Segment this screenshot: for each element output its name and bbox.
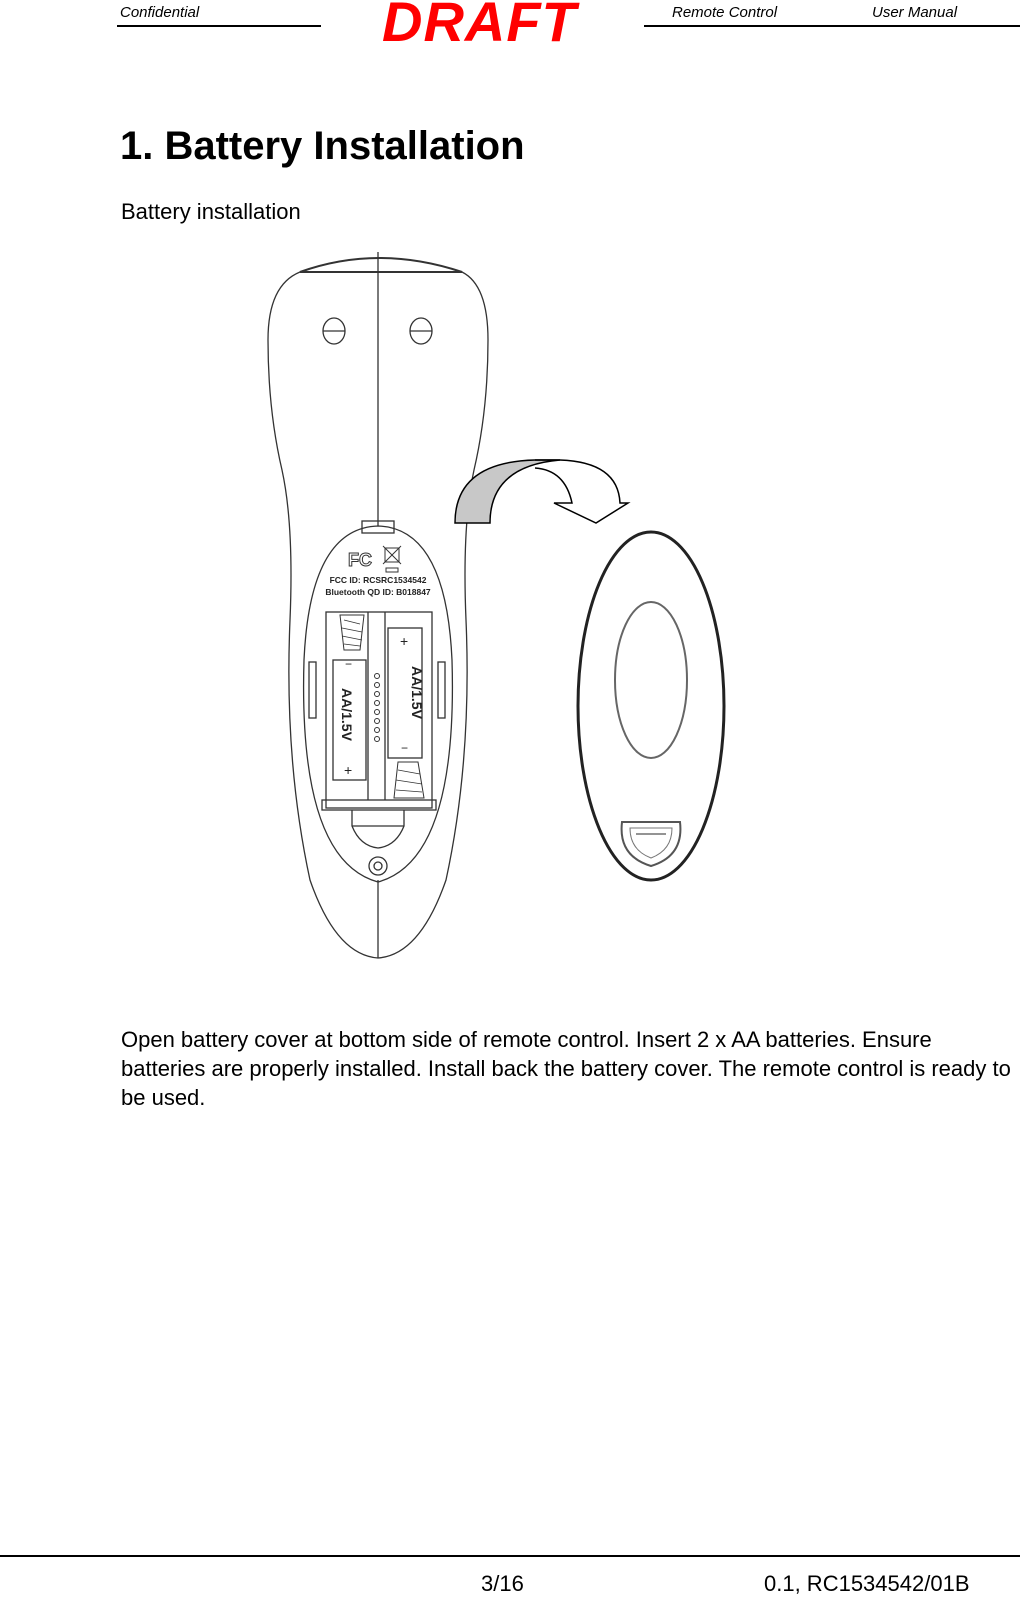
page-number: 3/16 xyxy=(481,1571,524,1596)
svg-text:AA/1.5V: AA/1.5V xyxy=(339,688,355,742)
section-subtitle: Battery installation xyxy=(121,199,301,224)
header-rule-left xyxy=(117,25,321,27)
remote-body-icon: AA/1.5V AA/1.5V + + − − FC xyxy=(267,252,489,959)
svg-text:+: + xyxy=(400,633,408,649)
svg-text:AA/1.5V: AA/1.5V xyxy=(409,666,425,720)
draft-stamp: DRAFT xyxy=(382,0,577,53)
document-id: 0.1, RC1534542/01B xyxy=(764,1571,970,1596)
header-rule-right xyxy=(644,25,1020,27)
battery-installation-figure: AA/1.5V AA/1.5V + + − − FC xyxy=(260,250,760,980)
svg-text:+: + xyxy=(344,762,352,778)
battery-cover-icon xyxy=(576,530,726,882)
instructions-paragraph: Open battery cover at bottom side of rem… xyxy=(121,1027,1011,1110)
svg-text:FC: FC xyxy=(348,550,372,570)
svg-text:−: − xyxy=(401,741,408,755)
curved-arrow-icon xyxy=(454,459,631,524)
svg-text:Bluetooth QD ID: B018847: Bluetooth QD ID: B018847 xyxy=(325,587,431,597)
svg-text:FCC ID: RCSRC1534542: FCC ID: RCSRC1534542 xyxy=(330,575,427,585)
confidential-label: Confidential xyxy=(120,4,200,21)
product-label: Remote Control xyxy=(672,4,778,21)
svg-text:−: − xyxy=(345,657,352,671)
footer-rule xyxy=(0,1555,1020,1557)
doc-type-label: User Manual xyxy=(872,4,958,21)
section-title: 1. Battery Installation xyxy=(120,124,525,168)
